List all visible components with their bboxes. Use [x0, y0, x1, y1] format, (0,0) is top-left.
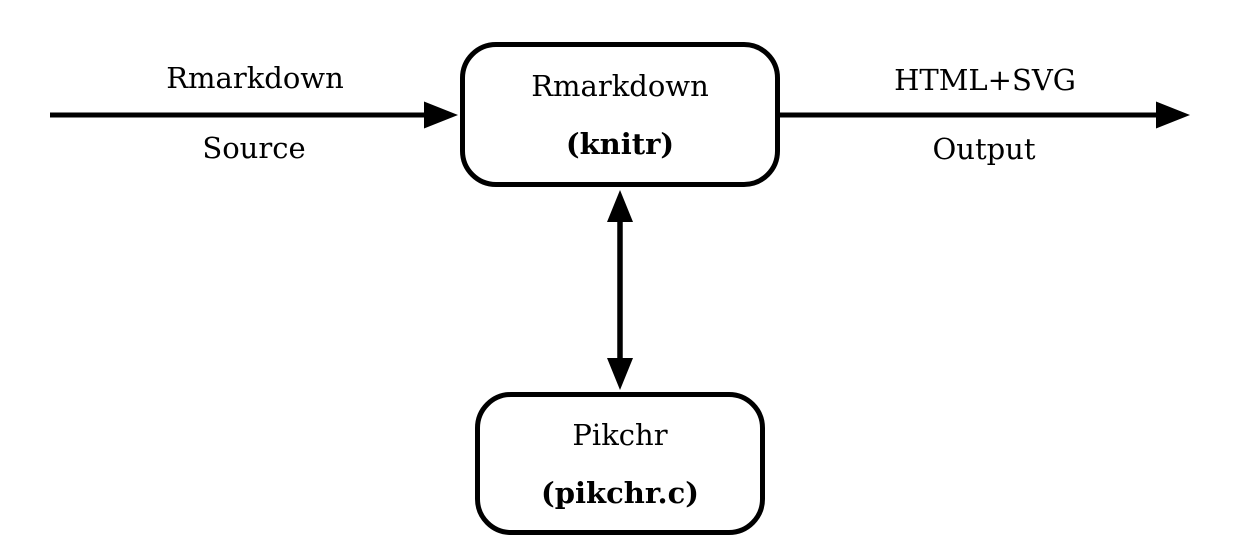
node-rmarkdown-knitr: Rmarkdown (knitr) [460, 42, 780, 187]
node-rmarkdown-knitr-subtitle: (knitr) [565, 126, 675, 161]
node-pikchr: Pikchr (pikchr.c) [475, 392, 765, 535]
output-arrow-label-above: HTML+SVG [894, 63, 1076, 97]
output-arrow [780, 101, 1190, 129]
bidirectional-arrow-up-head-icon [607, 190, 633, 222]
input-arrow-label-below: Source [202, 131, 306, 165]
node-rmarkdown-knitr-title: Rmarkdown [531, 68, 709, 103]
input-arrow-label-above: Rmarkdown [166, 61, 344, 95]
input-arrow-head-icon [424, 101, 458, 129]
output-arrow-label-below: Output [932, 132, 1036, 166]
output-arrow-head-icon [1156, 101, 1190, 129]
bidirectional-arrow [607, 190, 633, 390]
input-arrow [50, 101, 458, 129]
node-pikchr-subtitle: (pikchr.c) [541, 475, 699, 510]
node-pikchr-title: Pikchr [572, 417, 668, 452]
bidirectional-arrow-down-head-icon [607, 358, 633, 390]
